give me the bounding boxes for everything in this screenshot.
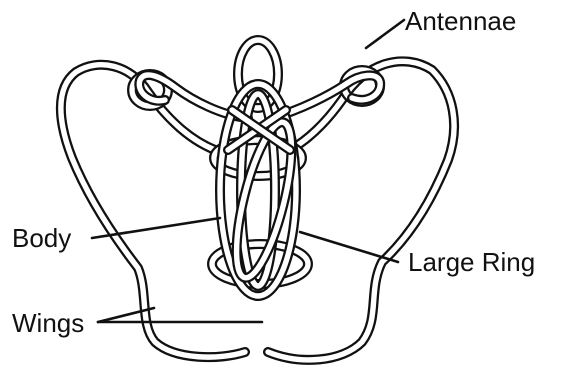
body-label: Body: [12, 223, 71, 253]
wings-label: Wings: [12, 308, 84, 338]
large-ring-label: Large Ring: [408, 247, 535, 277]
antennae-leader-line: [366, 20, 404, 48]
antennae-label: Antennae: [405, 6, 516, 36]
large-ring-leader-line: [300, 232, 398, 262]
